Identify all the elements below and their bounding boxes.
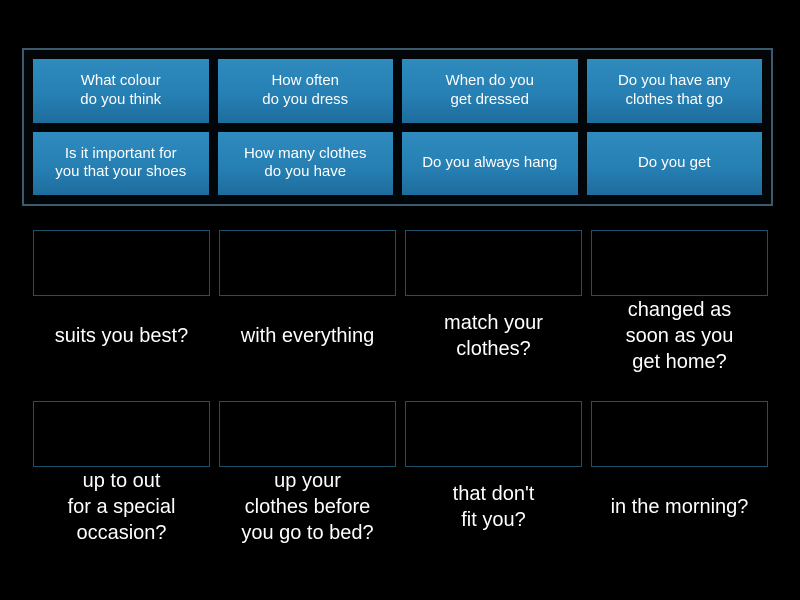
question-tile-bank: What colour do you think How often do yo… (22, 48, 773, 206)
answer-cell: match your clothes? (405, 230, 582, 376)
question-tile[interactable]: How many clothes do you have (217, 131, 393, 195)
answer-cell: changed as soon as you get home? (591, 230, 768, 376)
question-tile[interactable]: Do you get (586, 131, 762, 195)
drop-slot[interactable] (591, 401, 768, 467)
answer-caption: suits you best? (54, 325, 189, 347)
answer-caption: that don't fit you? (452, 483, 535, 531)
question-tile[interactable]: Do you always hang (402, 131, 578, 195)
answer-row-1: suits you best? with everything match yo… (33, 230, 768, 376)
drop-slot[interactable] (33, 230, 210, 296)
answer-cell: in the morning? (591, 401, 768, 547)
answer-cell: up your clothes before you go to bed? (219, 401, 396, 547)
answer-caption: in the morning? (610, 496, 749, 518)
question-tile[interactable]: Do you have any clothes that go (586, 59, 762, 123)
answer-caption: up to out for a special occasion? (67, 470, 176, 544)
drop-slot[interactable] (219, 401, 396, 467)
drop-slot[interactable] (33, 401, 210, 467)
answer-caption: changed as soon as you get home? (625, 299, 734, 373)
answer-caption: up your clothes before you go to bed? (241, 470, 374, 544)
answer-caption: match your clothes? (444, 312, 543, 360)
answer-cell: with everything (219, 230, 396, 376)
answer-cell: suits you best? (33, 230, 210, 376)
answer-cell: up to out for a special occasion? (33, 401, 210, 547)
question-tile[interactable]: What colour do you think (33, 59, 209, 123)
drop-slot[interactable] (405, 230, 582, 296)
question-tile[interactable]: Is it important for you that your shoes (33, 131, 209, 195)
question-tile[interactable]: How often do you dress (217, 59, 393, 123)
drop-slot[interactable] (405, 401, 582, 467)
drop-slot[interactable] (591, 230, 768, 296)
drop-slot[interactable] (219, 230, 396, 296)
answer-row-2: up to out for a special occasion? up you… (33, 401, 768, 547)
answer-cell: that don't fit you? (405, 401, 582, 547)
answer-caption: with everything (240, 325, 375, 347)
question-tile[interactable]: When do you get dressed (402, 59, 578, 123)
